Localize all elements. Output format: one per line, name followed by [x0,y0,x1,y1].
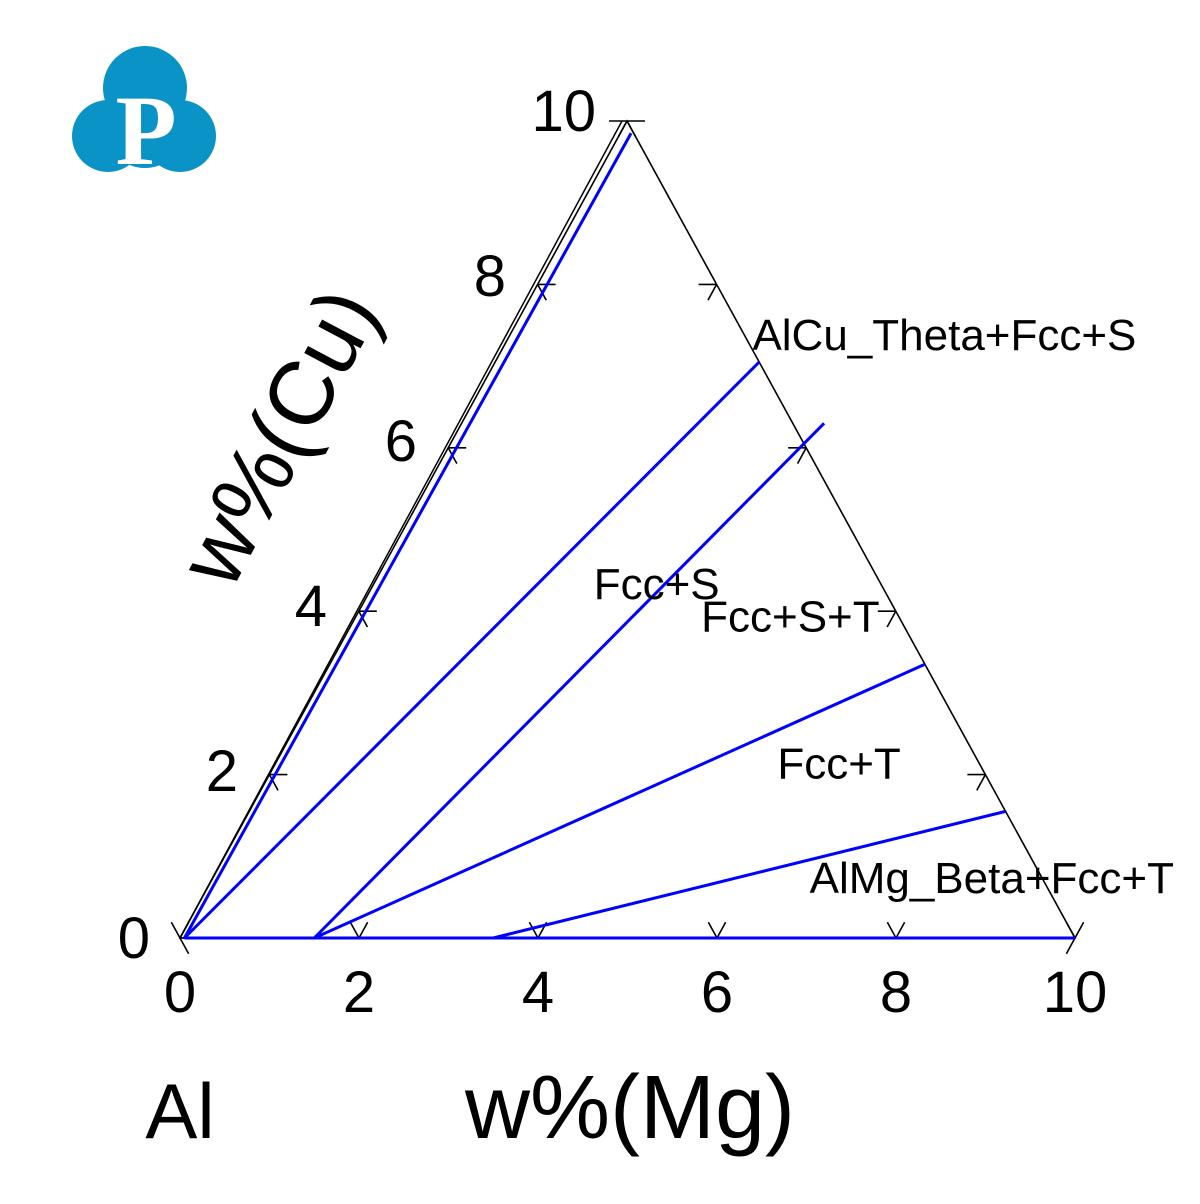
phase-label-alcu-theta-fcc-s: AlCu_Theta+Fcc+S [752,311,1136,360]
x-tick-marks [170,921,1085,939]
tick-mark [626,120,637,138]
tick-mark [358,921,369,939]
phase-boundary-line [492,809,1006,940]
tick-mark [886,610,897,628]
x-tick-label-8: 8 [880,960,912,1025]
tick-mark [707,921,718,939]
tick-mark [179,921,190,939]
y-tick-label-2: 2 [206,739,238,804]
tick-mark [796,447,807,464]
logo-icon [72,46,216,172]
phase-boundary-line [183,360,761,940]
x-tick-label-2: 2 [343,960,375,1025]
tick-mark [886,921,897,939]
y-tick-label-0: 0 [118,906,150,971]
phase-label-almg-beta-fcc-t: AlMg_Beta+Fcc+T [810,854,1174,903]
tick-mark [1065,921,1076,939]
phase-boundary-line [313,422,826,940]
corner-label-al: Al [145,1067,214,1155]
y-tick-label-4: 4 [295,574,327,639]
tick-mark [349,921,360,939]
phase-labels: AlCu_Theta+Fcc+S Fcc+S Fcc+S+T Fcc+T AlM… [594,311,1174,903]
phase-label-fcc-s: Fcc+S [594,560,720,609]
logo: P [72,46,216,186]
y-tick-labels: 0 2 4 6 8 10 [118,79,596,971]
phase-boundary-line [313,662,926,940]
phase-label-fcc-t: Fcc+T [777,740,900,789]
x-tick-labels: 0 2 4 6 8 10 [164,960,1107,1025]
phase-boundary-line [183,132,633,939]
x-tick-label-4: 4 [522,960,554,1025]
tick-mark [895,921,906,939]
tick-mark [1074,921,1085,939]
tick-mark [707,284,718,301]
tick-mark [268,774,279,791]
tick-mark [179,937,190,955]
tick-mark [976,774,987,791]
tick-mark [1065,937,1076,955]
tick-mark [528,921,539,939]
x-tick-label-10: 10 [1043,960,1108,1025]
y-tick-label-8: 8 [474,244,506,309]
tick-mark [617,120,628,138]
tick-mark [716,921,727,939]
y-axis-title: w%(Cu) [160,272,399,602]
triangle-frame [178,119,1077,939]
y-tick-label-10: 10 [531,79,596,144]
x-tick-label-6: 6 [701,960,733,1025]
x-axis-title: w%(Mg) [464,1058,795,1158]
y-tick-label-6: 6 [385,409,417,474]
phase-boundaries [183,132,1075,940]
logo-letter: P [115,75,176,186]
x-tick-label-0: 0 [164,960,196,1025]
frame-triangle [178,119,1077,939]
phase-label-fcc-s-t: Fcc+S+T [701,593,880,642]
tick-mark [170,921,181,939]
right-edge-tick-marks [609,120,1076,955]
